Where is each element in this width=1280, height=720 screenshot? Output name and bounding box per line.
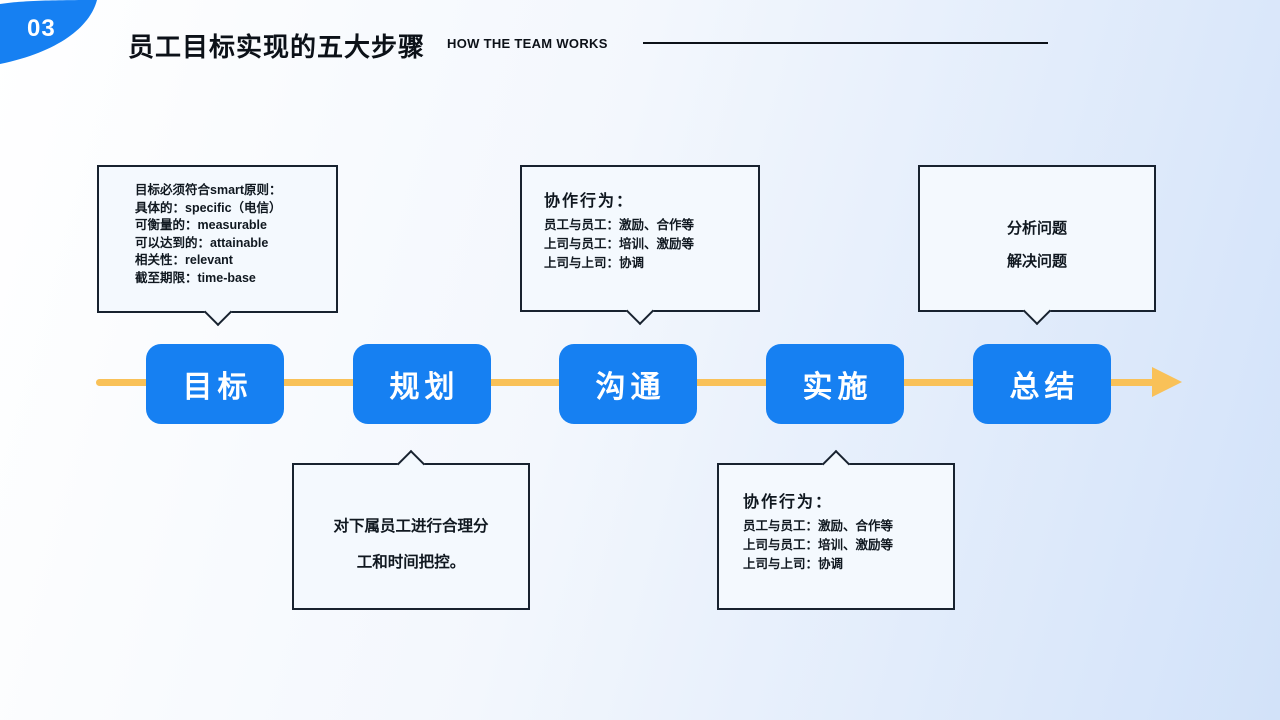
step-goal: 目标: [146, 344, 284, 424]
arrow-head-icon: [1152, 367, 1182, 397]
callout-pointer-icon: [396, 449, 426, 479]
callout-line: 员工与员工：激励、合作等: [743, 519, 894, 533]
callout-pointer-icon: [203, 297, 232, 327]
callout-goal: 目标必须符合smart原则： 具体的：specific（电信） 可衡量的：mea…: [97, 165, 338, 327]
callout-communication: 协作行为： 员工与员工：激励、合作等 上司与员工：培训、激励等 上司与上司：协调: [520, 165, 760, 326]
callout-heading: 协作行为：: [743, 494, 834, 511]
callout-line: 上司与员工：培训、激励等: [544, 237, 695, 251]
callout-pointer-icon: [1022, 296, 1052, 326]
callout-line: 对下属员工进行合理分: [333, 518, 489, 535]
step-summary: 总结: [973, 344, 1111, 424]
callout-line: 上司与员工：培训、激励等: [743, 538, 894, 552]
page-number: 03: [27, 15, 56, 42]
callout-pointer-icon: [821, 449, 851, 479]
callout-implementation: 协作行为： 员工与员工：激励、合作等 上司与员工：培训、激励等 上司与上司：协调: [717, 449, 955, 610]
callout-line: 可衡量的：measurable: [135, 218, 267, 233]
callout-line: 上司与上司：协调: [544, 256, 645, 270]
callout-summary: 分析问题 解决问题: [918, 165, 1156, 326]
slide-title: 员工目标实现的五大步骤: [128, 32, 426, 62]
callout-line: 上司与上司：协调: [743, 557, 844, 571]
page-number-shape: [0, 0, 97, 64]
header-divider: [643, 42, 1048, 44]
callout-line: 员工与员工：激励、合作等: [544, 218, 695, 232]
callout-line: 相关性：relevant: [135, 253, 233, 268]
callout-heading: 协作行为：: [544, 193, 635, 210]
step-planning: 规划: [353, 344, 491, 424]
callout-line: 具体的：specific（电信）: [135, 200, 282, 215]
callout-line: 分析问题: [1006, 220, 1067, 237]
callout-line: 工和时间把控。: [356, 554, 466, 571]
callout-line: 截至期限：time-base: [135, 270, 256, 285]
callout-line: 可以达到的：attainable: [135, 235, 269, 250]
slide-subtitle: HOW THE TEAM WORKS: [447, 36, 608, 51]
callout-line: 目标必须符合smart原则：: [135, 183, 282, 197]
callout-line: 解决问题: [1006, 253, 1067, 270]
step-communication: 沟通: [559, 344, 697, 424]
step-implementation: 实施: [766, 344, 904, 424]
callout-pointer-icon: [625, 296, 655, 326]
callout-planning: 对下属员工进行合理分 工和时间把控。: [292, 449, 530, 610]
